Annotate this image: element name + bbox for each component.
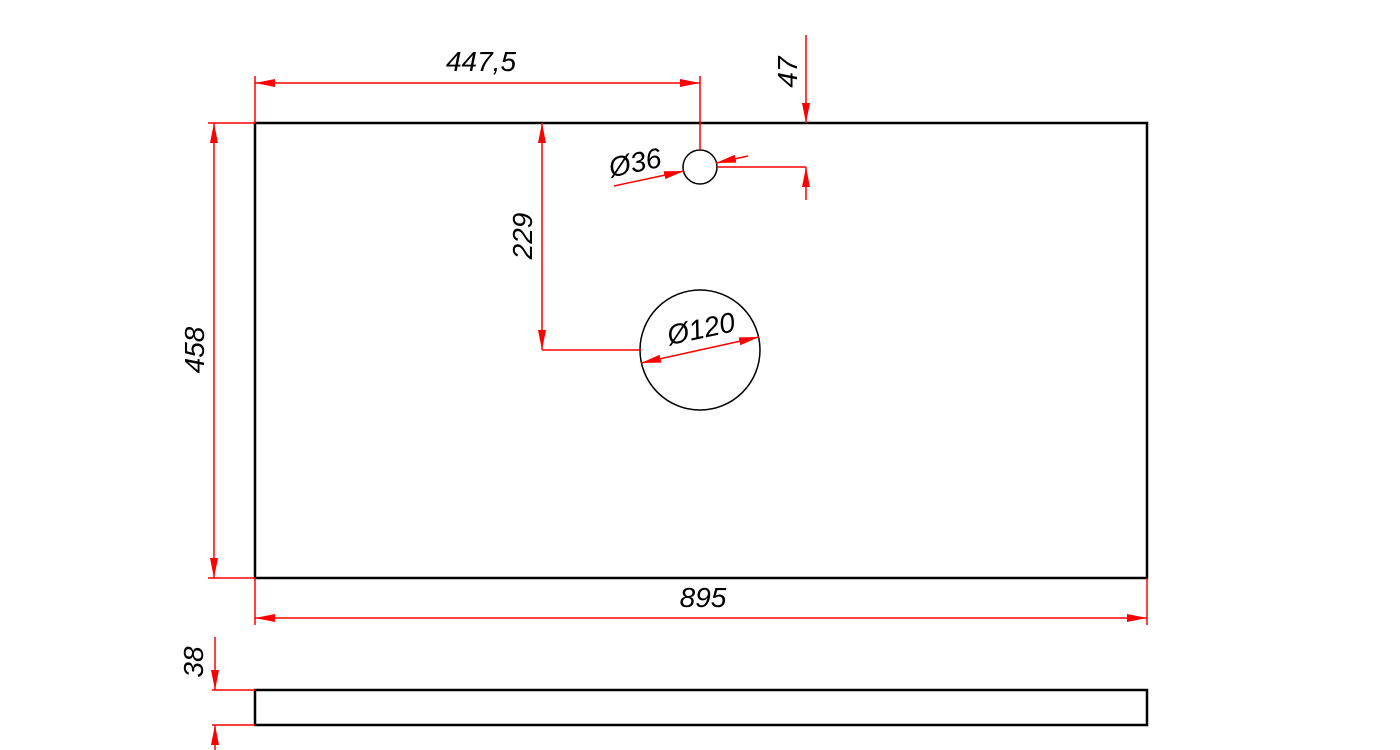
dim-drain-offset-y-label: 229	[507, 213, 538, 261]
dim-tap-offset-x: 447,5	[254, 46, 701, 150]
side-view-outline	[253, 688, 1149, 727]
top-view-outline	[253, 121, 1149, 580]
dim-overall-depth-label: 458	[179, 326, 210, 373]
dim-tap-diameter: Ø36	[605, 142, 749, 187]
dim-thickness: 38	[178, 637, 255, 750]
dim-drain-diameter: Ø120	[640, 306, 760, 364]
dim-overall-depth: 458	[179, 122, 255, 579]
dim-overall-width-label: 895	[680, 582, 727, 613]
dim-tap-offset-y: 47	[717, 35, 810, 200]
dim-overall-width: 895	[254, 578, 1148, 625]
dim-tap-offset-x-label: 447,5	[446, 46, 516, 77]
dim-drain-offset-y: 229	[507, 123, 641, 351]
dim-tap-offset-y-label: 47	[772, 55, 803, 88]
dim-thickness-label: 38	[178, 646, 209, 678]
tap-hole	[682, 149, 718, 185]
